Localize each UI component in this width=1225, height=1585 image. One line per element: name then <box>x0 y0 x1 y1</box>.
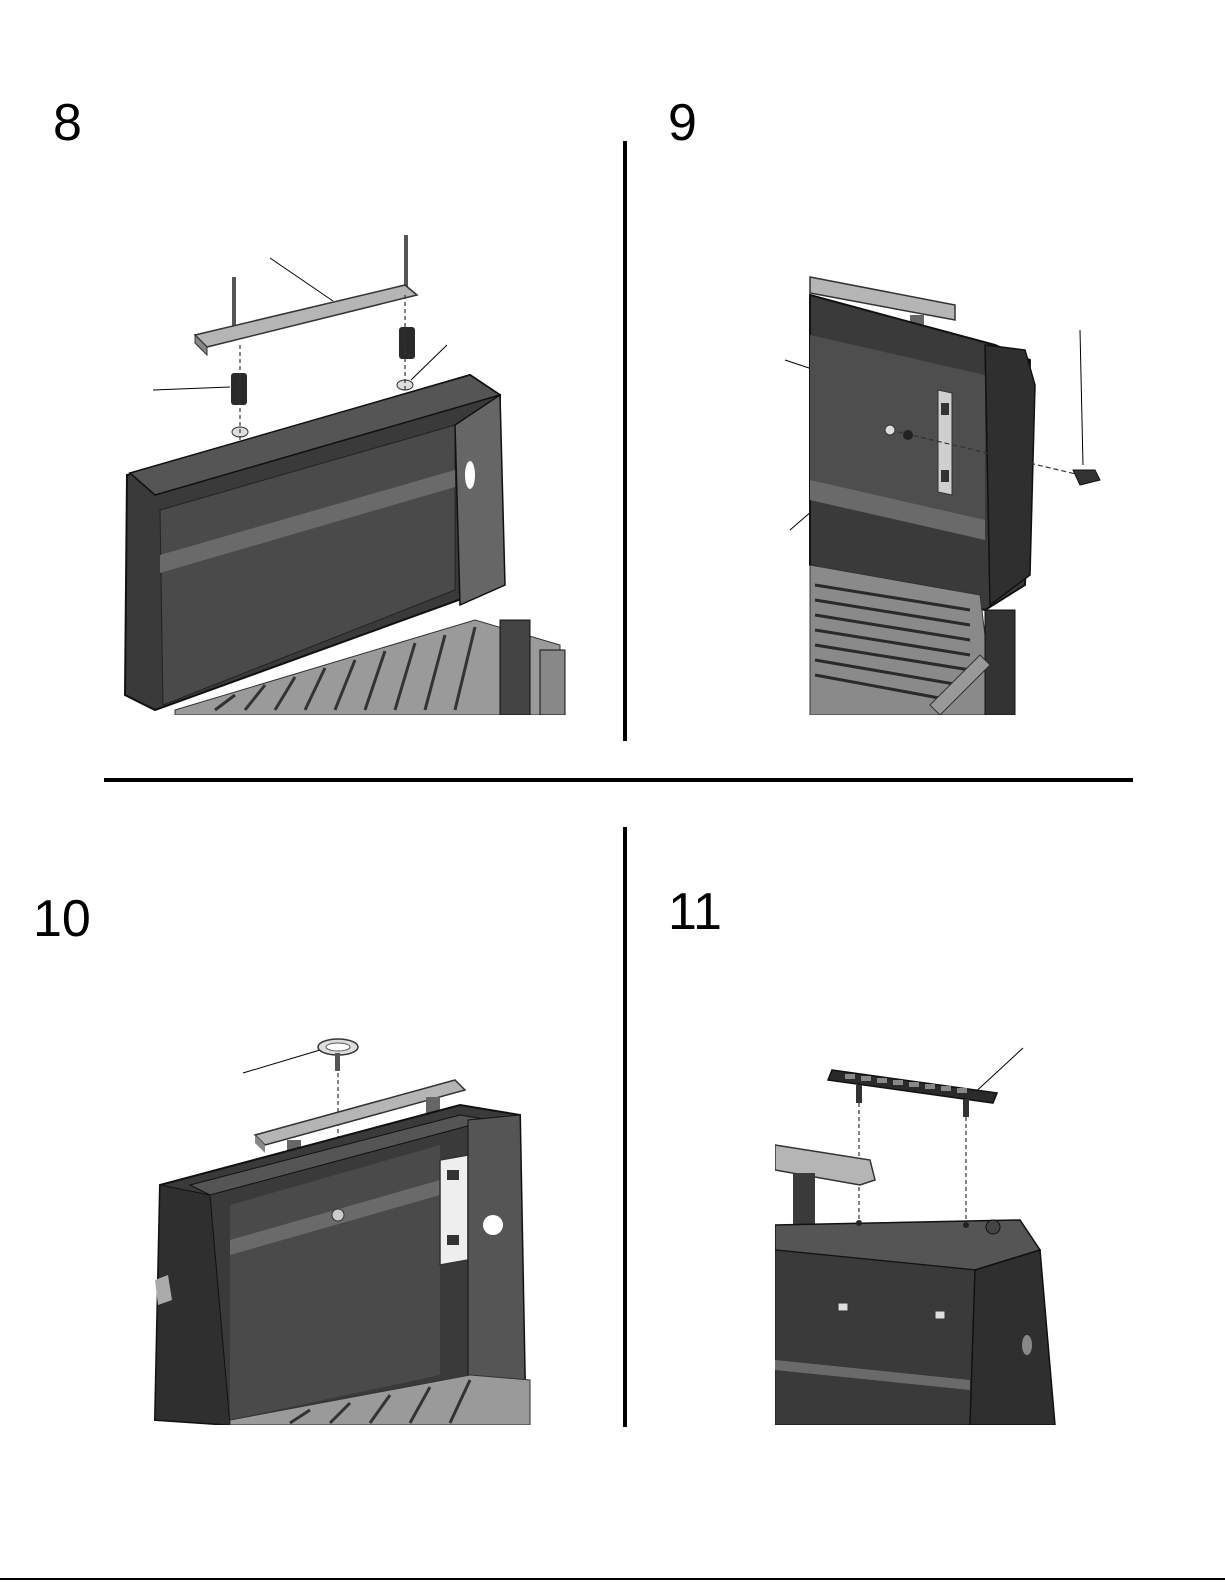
step-9-illustration <box>780 275 1120 715</box>
horizontal-divider <box>104 778 1133 782</box>
page-bottom-rule <box>0 1578 1225 1580</box>
vertical-divider-top <box>623 141 627 741</box>
step-10-illustration <box>150 1035 540 1425</box>
step-8-illustration <box>115 225 575 715</box>
step-number-8: 8 <box>53 97 82 149</box>
step-11-illustration <box>775 1045 1065 1425</box>
step-number-11: 11 <box>668 886 722 938</box>
step-number-9: 9 <box>668 97 697 149</box>
step-number-10: 10 <box>33 893 91 945</box>
vertical-divider-bottom <box>623 827 627 1427</box>
